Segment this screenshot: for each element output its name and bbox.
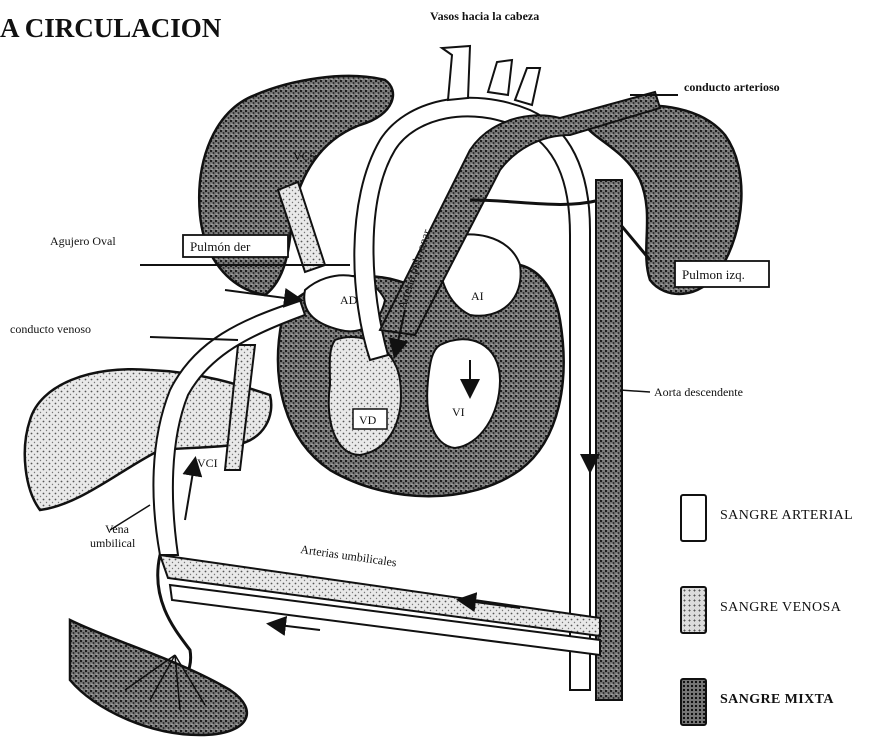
diagram-title: A CIRCULACION xyxy=(0,13,222,43)
umbilical-arteries xyxy=(158,555,600,700)
swatch-venosa xyxy=(680,586,707,634)
label-vd: VD xyxy=(359,413,377,427)
head-vessels xyxy=(442,46,540,105)
right-ventricle xyxy=(329,337,401,455)
legend-item-arterial: SANGRE ARTERIAL xyxy=(680,494,880,554)
label-vena-umbilical-1: Vena xyxy=(105,522,130,536)
label-vcs: VCS xyxy=(293,149,316,163)
label-conducto-venoso: conducto venoso xyxy=(10,322,91,336)
legend-item-mixta: SANGRE MIXTA xyxy=(680,678,880,738)
label-pulmon-der: Pulmón der xyxy=(190,239,251,254)
label-vasos-cabeza: Vasos hacia la cabeza xyxy=(430,9,539,23)
label-aorta-descendente: Aorta descendente xyxy=(654,385,743,399)
label-vci: VCI xyxy=(197,456,218,470)
label-vena-umbilical-2: umbilical xyxy=(90,536,136,550)
label-ad: AD xyxy=(340,293,358,307)
label-conducto-arterioso: conducto arterioso xyxy=(684,80,780,94)
placenta xyxy=(70,620,247,735)
label-arterias-umbilicales: Arterias umbilicales xyxy=(300,542,398,569)
swatch-mixta xyxy=(680,678,707,726)
legend-label-arterial: SANGRE ARTERIAL xyxy=(720,508,853,524)
swatch-arterial xyxy=(680,494,707,542)
legend-label-mixta: SANGRE MIXTA xyxy=(720,692,834,708)
label-pulmon-izq: Pulmon izq. xyxy=(682,267,745,282)
legend-label-venosa: SANGRE VENOSA xyxy=(720,600,841,616)
label-vi: VI xyxy=(452,405,465,419)
legend-item-venosa: SANGRE VENOSA xyxy=(680,586,880,646)
label-ai: AI xyxy=(471,289,484,303)
label-agujero-oval: Agujero Oval xyxy=(50,234,116,248)
